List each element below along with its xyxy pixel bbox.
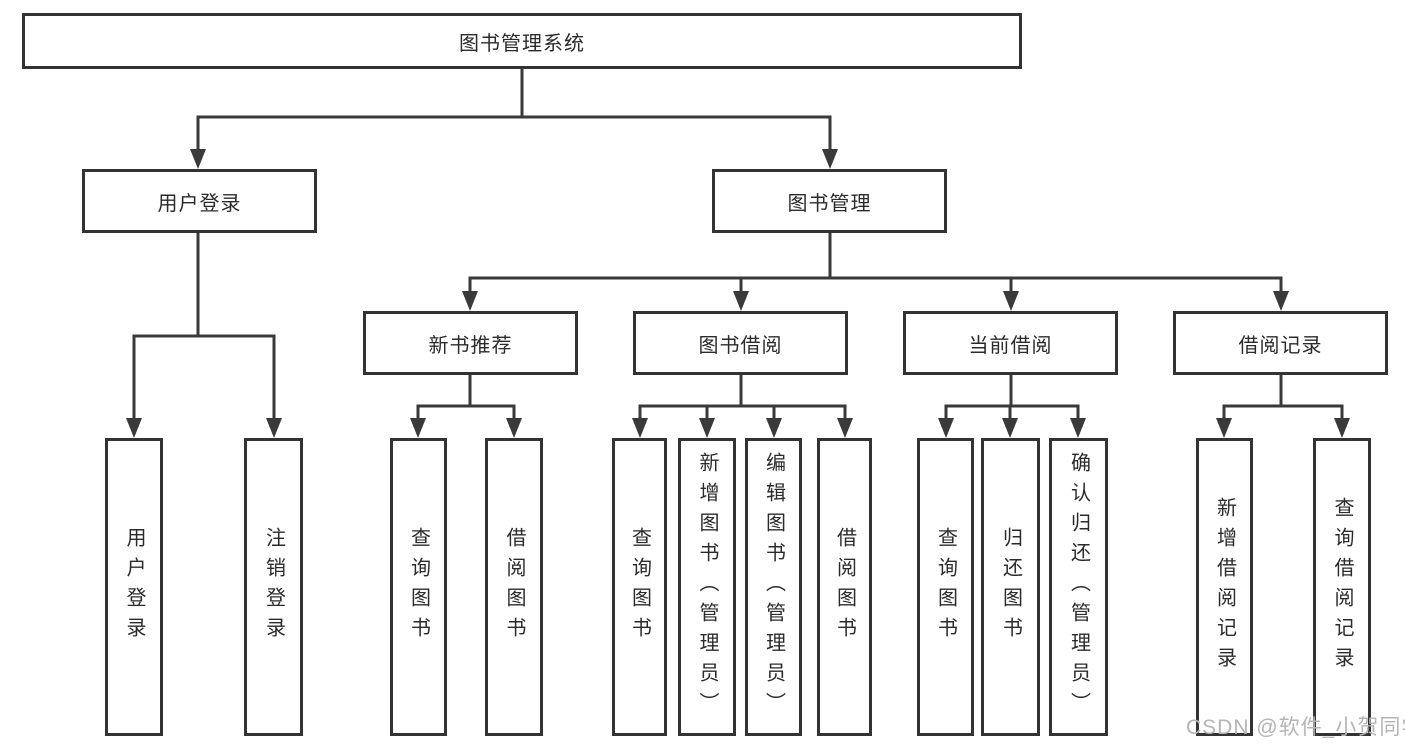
leaf-logout-label: 注销登录 [262, 527, 285, 647]
leaf-query-books-current-label: 查询图书 [934, 527, 957, 647]
leaf-add-borrow-record: 新增借阅记录 [1196, 438, 1253, 736]
leaf-edit-book-admin: 编辑图书（管理员） [745, 438, 802, 736]
leaf-query-books-recommend: 查询图书 [390, 438, 447, 736]
leaf-confirm-return-admin-label: 确认归还（管理员） [1067, 452, 1090, 722]
leaf-borrow-books-recommend-label: 借阅图书 [503, 527, 525, 647]
leaf-add-book-admin-label: 新增图书（管理员） [696, 452, 718, 722]
leaf-return-books-label: 归还图书 [999, 527, 1022, 647]
leaf-user-login-label: 用户登录 [123, 527, 145, 647]
leaf-query-books-borrow-label: 查询图书 [628, 527, 651, 647]
leaf-borrow-books-recommend: 借阅图书 [485, 438, 543, 736]
node-user-login: 用户登录 [82, 169, 317, 233]
leaf-add-borrow-record-label: 新增借阅记录 [1213, 497, 1236, 677]
leaf-query-borrow-record-label: 查询借阅记录 [1331, 497, 1353, 677]
leaf-borrow-books-label: 借阅图书 [833, 527, 856, 647]
node-book-management: 图书管理 [712, 169, 947, 233]
node-borrow-records: 借阅记录 [1173, 311, 1388, 375]
leaf-user-login: 用户登录 [105, 438, 163, 736]
leaf-add-book-admin: 新增图书（管理员） [678, 438, 736, 736]
node-root: 图书管理系统 [22, 13, 1022, 69]
leaf-query-books-current: 查询图书 [917, 438, 974, 736]
leaf-borrow-books: 借阅图书 [817, 438, 872, 736]
node-current-borrow: 当前借阅 [903, 311, 1118, 375]
watermark: CSDN @软件_小贺同学 [1186, 716, 1405, 739]
leaf-query-borrow-record: 查询借阅记录 [1313, 438, 1371, 736]
leaf-return-books: 归还图书 [981, 438, 1040, 736]
leaf-logout: 注销登录 [244, 438, 303, 736]
leaf-confirm-return-admin: 确认归还（管理员） [1049, 438, 1108, 736]
node-book-borrow: 图书借阅 [633, 311, 848, 375]
leaf-query-books-borrow: 查询图书 [612, 438, 667, 736]
node-new-book-recommend: 新书推荐 [363, 311, 578, 375]
leaf-edit-book-admin-label: 编辑图书（管理员） [762, 452, 785, 722]
leaf-query-books-recommend-label: 查询图书 [407, 527, 430, 647]
